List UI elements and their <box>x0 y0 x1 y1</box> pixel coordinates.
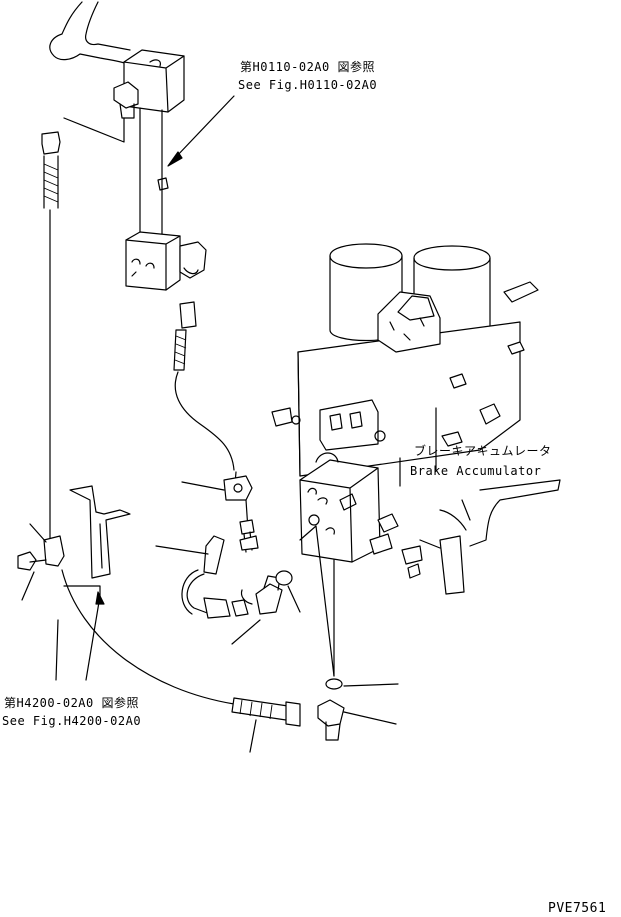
lower-pipe-line <box>61 569 235 705</box>
control-valve-block <box>299 452 381 563</box>
o-ring <box>275 570 293 586</box>
upper-block <box>291 399 386 451</box>
reference-note-bottom-en: See Fig.H4200-02A0 <box>2 714 142 728</box>
left-pipe <box>41 117 125 541</box>
top-hose <box>49 1 131 65</box>
middle-hose <box>173 301 237 497</box>
side-fitting <box>179 241 207 279</box>
small-o-ring <box>325 559 343 690</box>
leader-top-ref <box>174 95 235 159</box>
bolt-lower-left <box>17 551 47 601</box>
reference-note-top-jp: 第H0110-02A0 図参照 <box>240 60 375 74</box>
accumulator-label-en: Brake Accumulator <box>410 464 542 478</box>
reference-note-top-en: See Fig.H0110-02A0 <box>238 78 378 92</box>
bracket-lower-left <box>69 485 131 579</box>
vertical-pipe <box>139 107 169 239</box>
clamp <box>223 475 253 531</box>
bottom-ref-leaders <box>55 585 105 681</box>
handle-bracket <box>377 291 441 353</box>
lower-hose <box>231 697 301 727</box>
reference-note-bottom-jp: 第H4200-02A0 図参照 <box>4 696 139 710</box>
accumulator-label-jp: ブレーキアキュムレータ <box>414 444 552 458</box>
small-fittings-right <box>271 281 539 447</box>
lower-valve-block <box>125 231 181 291</box>
bolt <box>239 519 259 553</box>
top-elbow-fitting <box>113 81 139 119</box>
hose-lower-section <box>181 535 249 619</box>
elbow-fitting-mid <box>240 575 283 615</box>
leader-lines <box>155 407 437 753</box>
lower-elbow <box>317 699 345 741</box>
right-fittings <box>369 513 423 579</box>
right-pipes <box>419 479 561 595</box>
drawing-code: PVE7561 <box>548 901 607 916</box>
leader-top-ref-arrow <box>167 151 183 167</box>
